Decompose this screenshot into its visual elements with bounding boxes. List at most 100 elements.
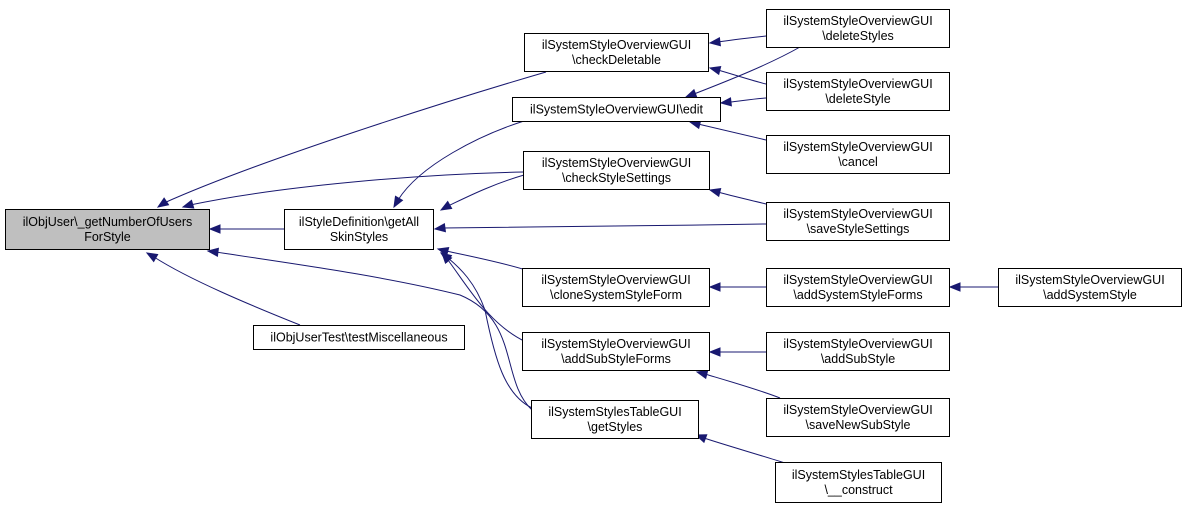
node-box[interactable] bbox=[998, 268, 1182, 307]
node-label: \cancel bbox=[838, 155, 878, 169]
node-box[interactable] bbox=[523, 151, 710, 190]
node-label: \saveNewSubStyle bbox=[806, 418, 911, 432]
edge-line bbox=[442, 223, 767, 229]
edge-line bbox=[693, 46, 801, 95]
node-box[interactable] bbox=[522, 332, 710, 371]
node-deleteStyles[interactable]: ilSystemStyleOverviewGUI\deleteStyles bbox=[766, 9, 950, 48]
edge-getStyles-to-root bbox=[206, 247, 533, 411]
node-deleteStyle[interactable]: ilSystemStyleOverviewGUI\deleteStyle bbox=[766, 72, 950, 111]
node-label: ilSystemStyleOverviewGUI bbox=[783, 77, 932, 91]
arrow-head-icon bbox=[208, 224, 221, 234]
node-label: \checkDeletable bbox=[572, 53, 661, 67]
node-box[interactable] bbox=[766, 135, 950, 174]
node-label: \getStyles bbox=[588, 420, 643, 434]
node-label: \addSystemStyle bbox=[1043, 288, 1137, 302]
node-label: SkinStyles bbox=[330, 230, 388, 244]
node-getStyles[interactable]: ilSystemStylesTableGUI\getStyles bbox=[531, 400, 699, 439]
edge-line bbox=[703, 437, 786, 464]
edge-line bbox=[729, 97, 767, 103]
edge-checkDeletable-to-root bbox=[156, 71, 547, 208]
edge-line bbox=[397, 120, 525, 201]
node-edit[interactable]: ilSystemStyleOverviewGUI\edit bbox=[512, 97, 721, 122]
node-addSubStyleForms[interactable]: ilSystemStyleOverviewGUI\addSubStyleForm… bbox=[522, 332, 710, 371]
node-checkDeletable[interactable]: ilSystemStyleOverviewGUI\checkDeletable bbox=[524, 33, 709, 72]
edge-testMisc-to-root bbox=[145, 252, 301, 326]
node-label: \checkStyleSettings bbox=[562, 171, 671, 185]
edge-line bbox=[717, 191, 767, 205]
node-box[interactable] bbox=[775, 462, 942, 503]
node-box[interactable] bbox=[766, 332, 950, 371]
edge-checkStyleSettings-to-root bbox=[181, 171, 525, 209]
arrow-head-icon bbox=[708, 36, 722, 47]
node-box[interactable] bbox=[5, 209, 210, 250]
node-addSubStyle[interactable]: ilSystemStyleOverviewGUI\addSubStyle bbox=[766, 332, 950, 371]
node-label: \addSubStyle bbox=[821, 352, 895, 366]
edge-line bbox=[215, 251, 533, 411]
arrow-head-icon bbox=[156, 197, 170, 208]
edge-line bbox=[697, 123, 767, 141]
node-label: ilSystemStyleOverviewGUI bbox=[783, 403, 932, 417]
edge-line bbox=[153, 256, 301, 326]
node-box[interactable] bbox=[766, 9, 950, 48]
node-label: \__construct bbox=[824, 483, 893, 497]
node-box[interactable] bbox=[284, 209, 434, 250]
node-saveNewSubStyle[interactable]: ilSystemStyleOverviewGUI\saveNewSubStyle bbox=[766, 398, 950, 437]
node-box[interactable] bbox=[766, 202, 950, 241]
arrow-head-icon bbox=[695, 369, 709, 380]
node-cloneSystemStyleForm[interactable]: ilSystemStyleOverviewGUI\cloneSystemStyl… bbox=[522, 268, 710, 307]
node-box[interactable] bbox=[253, 325, 465, 350]
edge-line bbox=[445, 250, 527, 271]
arrow-head-icon bbox=[181, 199, 195, 209]
node-addSystemStyle[interactable]: ilSystemStyleOverviewGUI\addSystemStyle bbox=[998, 268, 1182, 307]
edges-layer bbox=[145, 35, 998, 464]
edge-line bbox=[447, 174, 525, 207]
node-label: ilSystemStyleOverviewGUI bbox=[542, 38, 691, 52]
arrow-head-icon bbox=[719, 97, 732, 107]
edge-saveNewSubStyle-to-addSubStyleForms bbox=[695, 369, 781, 399]
edge-line bbox=[704, 373, 781, 399]
node-label: ilSystemStyleOverviewGUI bbox=[541, 337, 690, 351]
node-label: ilSystemStyleOverviewGUI bbox=[783, 140, 932, 154]
edge-line bbox=[447, 259, 527, 343]
edge-line bbox=[717, 69, 767, 85]
edge-addSystemStyle-to-addSystemStyleForms bbox=[948, 282, 998, 292]
node-box[interactable] bbox=[524, 33, 709, 72]
edge-cancel-to-edit bbox=[688, 119, 767, 141]
arrow-head-icon bbox=[436, 246, 450, 257]
arrow-head-icon bbox=[948, 282, 961, 292]
edge-getStyles-to-getAllSkinStyles bbox=[439, 252, 533, 409]
edge-addSubStyle-to-addSubStyleForms bbox=[708, 347, 766, 357]
arrow-head-icon bbox=[393, 195, 404, 209]
arrow-head-icon bbox=[708, 187, 722, 198]
node-box[interactable] bbox=[531, 400, 699, 439]
edge-checkStyleSettings-to-getAllSkinStyles bbox=[439, 174, 525, 211]
node-box[interactable] bbox=[512, 97, 721, 122]
node-saveStyleSettings[interactable]: ilSystemStyleOverviewGUI\saveStyleSettin… bbox=[766, 202, 950, 241]
node-box[interactable] bbox=[766, 268, 950, 307]
node-checkStyleSettings[interactable]: ilSystemStyleOverviewGUI\checkStyleSetti… bbox=[523, 151, 710, 190]
node-label: ilObjUserTest\testMiscellaneous bbox=[270, 331, 447, 345]
arrow-head-icon bbox=[145, 252, 159, 263]
node-label: \saveStyleSettings bbox=[807, 222, 910, 236]
node-label: ilSystemStylesTableGUI bbox=[792, 468, 925, 482]
node-box[interactable] bbox=[766, 72, 950, 111]
node-box[interactable] bbox=[522, 268, 710, 307]
node-label: ilSystemStyleOverviewGUI bbox=[783, 207, 932, 221]
node-cancel[interactable]: ilSystemStyleOverviewGUI\cancel bbox=[766, 135, 950, 174]
node-addSystemStyleForms[interactable]: ilSystemStyleOverviewGUI\addSystemStyleF… bbox=[766, 268, 950, 307]
arrow-head-icon bbox=[708, 65, 722, 76]
arrow-head-icon bbox=[439, 252, 453, 263]
node-label: ilSystemStyleOverviewGUI bbox=[541, 273, 690, 287]
node-label: \cloneSystemStyleForm bbox=[550, 288, 682, 302]
node-construct[interactable]: ilSystemStylesTableGUI\__construct bbox=[775, 462, 942, 503]
node-box[interactable] bbox=[766, 398, 950, 437]
arrow-head-icon bbox=[708, 347, 721, 357]
node-testMisc[interactable]: ilObjUserTest\testMiscellaneous bbox=[253, 325, 465, 350]
node-label: ilSystemStyleOverviewGUI bbox=[1015, 273, 1164, 287]
arrow-head-icon bbox=[206, 247, 220, 258]
edge-saveStyleSettings-to-getAllSkinStyles bbox=[433, 222, 767, 233]
